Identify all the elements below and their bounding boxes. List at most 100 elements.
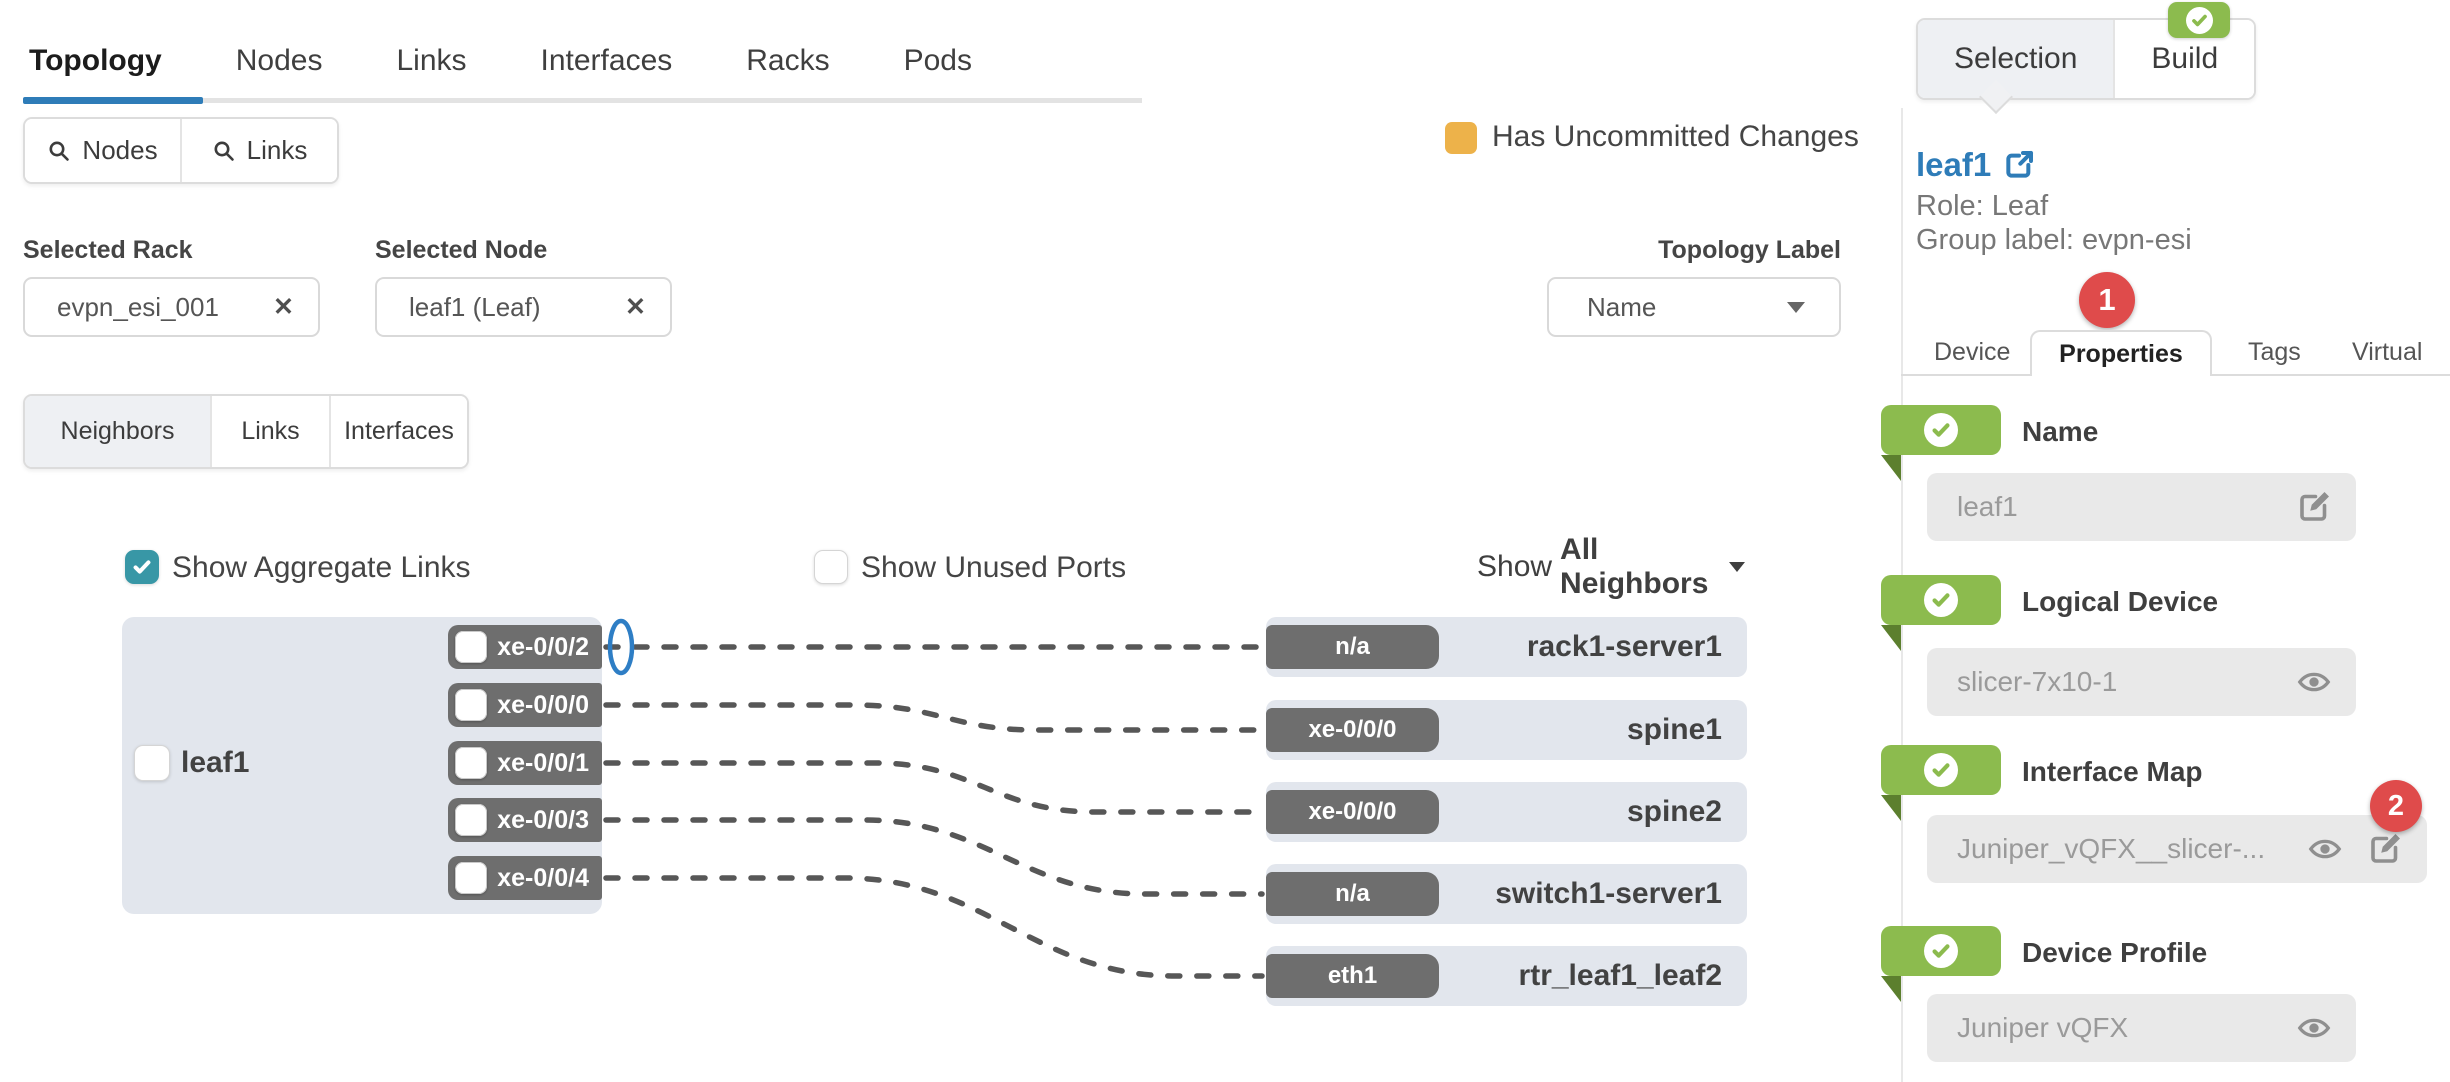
build-status-badge bbox=[2168, 2, 2230, 38]
topology-label-select[interactable]: Name bbox=[1547, 277, 1841, 337]
ribbon-fold bbox=[1881, 795, 1901, 821]
property-value: leaf1 bbox=[1957, 491, 2018, 522]
property-value: Juniper_vQFX__slicer-... bbox=[1957, 833, 2266, 864]
node-group-label: Group label: evpn-esi bbox=[1916, 224, 2192, 256]
tab-racks[interactable]: Racks bbox=[746, 44, 830, 77]
view-tab-interfaces[interactable]: Interfaces bbox=[331, 396, 467, 467]
show-neighbors-prefix: Show bbox=[1477, 550, 1553, 583]
port-checkbox[interactable] bbox=[455, 631, 487, 663]
view-switch-group: Neighbors Links Interfaces bbox=[23, 394, 469, 469]
neighbor-row[interactable]: xe-0/0/0 spine2 bbox=[1266, 782, 1747, 842]
selected-node-label: Selected Node bbox=[375, 236, 548, 264]
property-value-box: Juniper vQFX bbox=[1927, 994, 2356, 1062]
port-checkbox[interactable] bbox=[455, 689, 487, 721]
property-status-ribbon bbox=[1881, 745, 2001, 795]
port-chip[interactable]: xe-0/0/2 bbox=[448, 625, 602, 669]
search-icon bbox=[212, 139, 236, 163]
ribbon-fold bbox=[1881, 625, 1901, 651]
search-links-button[interactable]: Links bbox=[182, 119, 337, 182]
external-link-icon[interactable] bbox=[2003, 149, 2035, 181]
view-tab-neighbors[interactable]: Neighbors bbox=[25, 396, 212, 467]
tab-pods[interactable]: Pods bbox=[903, 44, 972, 77]
detail-tab-tags[interactable]: Tags bbox=[2248, 338, 2301, 366]
tab-topology[interactable]: Topology bbox=[29, 44, 162, 77]
tab-links[interactable]: Links bbox=[396, 44, 467, 77]
neighbor-name: rack1-server1 bbox=[1526, 630, 1722, 663]
aggregate-link-ellipse bbox=[607, 618, 635, 676]
port-label: xe-0/0/2 bbox=[497, 632, 589, 661]
neighbor-name: switch1-server1 bbox=[1495, 877, 1722, 910]
port-chip[interactable]: xe-0/0/3 bbox=[448, 798, 602, 842]
property-value: Juniper vQFX bbox=[1957, 1012, 2129, 1043]
neighbor-row[interactable]: eth1 rtr_leaf1_leaf2 bbox=[1266, 946, 1747, 1006]
neighbor-port-chip: xe-0/0/0 bbox=[1266, 708, 1439, 752]
port-chip[interactable]: xe-0/0/1 bbox=[448, 741, 602, 785]
detail-tab-properties[interactable]: Properties bbox=[2030, 330, 2212, 376]
topology-label-label: Topology Label bbox=[1658, 236, 1841, 264]
panel-tab-build-label: Build bbox=[2151, 42, 2219, 75]
chevron-down-icon bbox=[1729, 562, 1745, 572]
port-label: xe-0/0/1 bbox=[497, 748, 589, 777]
view-tab-interfaces-label: Interfaces bbox=[344, 417, 454, 445]
panel-tab-build[interactable]: Build bbox=[2115, 20, 2255, 98]
view-tab-links-label: Links bbox=[241, 417, 300, 445]
property-title: Interface Map bbox=[2022, 756, 2203, 787]
view-tab-links[interactable]: Links bbox=[212, 396, 331, 467]
search-links-label: Links bbox=[246, 135, 308, 165]
tab-nodes[interactable]: Nodes bbox=[235, 44, 323, 77]
eye-icon[interactable] bbox=[2296, 1010, 2332, 1046]
detail-tab-virtual[interactable]: Virtual bbox=[2352, 338, 2423, 366]
search-nodes-label: Nodes bbox=[82, 135, 158, 165]
search-icon bbox=[47, 139, 71, 163]
show-aggregate-links-checkbox[interactable] bbox=[125, 550, 159, 584]
property-value: slicer-7x10-1 bbox=[1957, 666, 2118, 697]
eye-icon[interactable] bbox=[2307, 831, 2343, 867]
port-chip[interactable]: xe-0/0/4 bbox=[448, 856, 602, 900]
selected-rack-value: evpn_esi_001 bbox=[57, 291, 219, 322]
detail-tab-properties-label: Properties bbox=[2059, 339, 2183, 368]
show-aggregate-links-label: Show Aggregate Links bbox=[172, 551, 471, 584]
active-tab-underline bbox=[23, 97, 203, 104]
show-unused-ports-checkbox[interactable] bbox=[814, 550, 848, 584]
property-status-ribbon bbox=[1881, 575, 2001, 625]
selected-node-link[interactable]: leaf1 bbox=[1916, 146, 2035, 184]
property-value-box: leaf1 bbox=[1927, 473, 2356, 541]
port-checkbox[interactable] bbox=[455, 862, 487, 894]
check-icon bbox=[2185, 6, 2213, 34]
panel-tab-selection[interactable]: Selection bbox=[1918, 20, 2116, 98]
neighbor-row[interactable]: n/a rack1-server1 bbox=[1266, 617, 1747, 677]
port-label: xe-0/0/0 bbox=[497, 690, 589, 719]
clear-rack-icon[interactable]: ✕ bbox=[273, 293, 294, 321]
tab-interfaces[interactable]: Interfaces bbox=[540, 44, 673, 77]
check-icon bbox=[1924, 413, 1958, 447]
port-label: xe-0/0/3 bbox=[497, 805, 589, 834]
port-chip[interactable]: xe-0/0/0 bbox=[448, 683, 602, 727]
neighbor-row[interactable]: xe-0/0/0 spine1 bbox=[1266, 700, 1747, 760]
topology-label-value: Name bbox=[1587, 291, 1657, 322]
edit-icon[interactable] bbox=[2367, 831, 2403, 867]
property-value-box: Juniper_vQFX__slicer-... bbox=[1927, 815, 2427, 883]
show-neighbors-dropdown[interactable]: Show All Neighbors bbox=[1477, 533, 1745, 600]
show-neighbors-value: All Neighbors bbox=[1560, 533, 1709, 600]
node-leaf1-checkbox[interactable] bbox=[134, 745, 170, 781]
show-unused-ports-label: Show Unused Ports bbox=[861, 551, 1127, 584]
selected-node-input[interactable]: leaf1 (Leaf) ✕ bbox=[375, 277, 672, 337]
port-checkbox[interactable] bbox=[455, 804, 487, 836]
port-checkbox[interactable] bbox=[455, 747, 487, 779]
neighbor-name: rtr_leaf1_leaf2 bbox=[1518, 959, 1722, 992]
clear-node-icon[interactable]: ✕ bbox=[625, 293, 646, 321]
selected-node-title: leaf1 bbox=[1916, 146, 1992, 183]
neighbor-row[interactable]: n/a switch1-server1 bbox=[1266, 864, 1747, 924]
property-status-ribbon bbox=[1881, 405, 2001, 455]
selected-rack-input[interactable]: evpn_esi_001 ✕ bbox=[23, 277, 320, 337]
detail-tab-device[interactable]: Device bbox=[1934, 338, 2011, 366]
search-nodes-button[interactable]: Nodes bbox=[25, 119, 182, 182]
property-title: Device Profile bbox=[2022, 937, 2208, 968]
uncommitted-changes-label: Has Uncommitted Changes bbox=[1492, 120, 1859, 153]
step-1-badge: 1 bbox=[2079, 272, 2135, 328]
eye-icon[interactable] bbox=[2296, 664, 2332, 700]
property-title: Logical Device bbox=[2022, 586, 2219, 617]
property-title: Name bbox=[2022, 416, 2099, 447]
main-nav: Topology Nodes Links Interfaces Racks Po… bbox=[23, 20, 978, 78]
edit-icon[interactable] bbox=[2296, 489, 2332, 525]
